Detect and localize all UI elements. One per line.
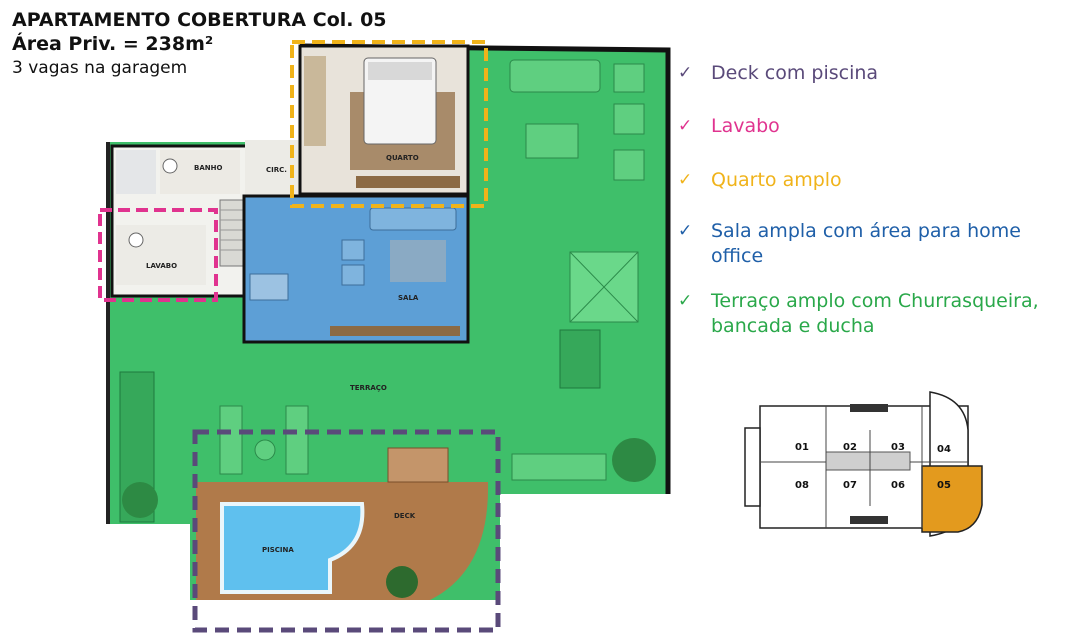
quarto-shelf [356,176,460,188]
check-icon: ✓ [678,63,693,83]
unit-06: 06 [891,480,905,491]
parking-info: 3 vagas na garagem [12,58,188,78]
check-icon: ✓ [678,291,693,311]
feature-label: Quarto amplo [711,169,842,191]
deck-highlight [192,429,501,633]
unit-01: 01 [795,442,809,453]
terrace-chair-1 [613,63,645,93]
plant-icon [122,482,158,518]
feature-label: Deck com piscina [711,62,879,84]
private-area: Área Priv. = 238m² [12,33,214,55]
terrace-chair-2 [613,103,645,135]
deck-steps [387,447,449,483]
feature-item: ✓ Sala ampla com área para home office [678,219,1068,269]
label-sala: SALA [398,294,419,302]
label-quarto: QUARTO [386,154,419,162]
wardrobe [304,56,326,146]
dining-table [559,329,601,389]
plant-icon [612,438,656,482]
home-office-desk [249,273,289,301]
keyplan-unit-05-highlight [921,465,983,533]
deck-plant-icon [386,566,418,598]
umbrella-icon [569,251,639,323]
toilet-banho [162,158,178,174]
lounger-2 [285,405,309,475]
label-deck: DECK [394,512,416,520]
key-plan [744,391,983,537]
unit-08: 08 [795,480,809,491]
unit-02: 02 [843,442,857,453]
header: APARTAMENTO COBERTURA Col. 05 Área Priv.… [12,8,387,80]
unit-04: 04 [937,444,951,455]
page-title: APARTAMENTO COBERTURA Col. 05 [12,9,387,31]
bed-pillows [368,62,432,80]
lavabo-room [116,225,206,285]
terrace-bench [511,453,607,481]
terrace-chair-3 [613,149,645,181]
unit-05: 05 [937,480,951,491]
feature-label: Lavabo [711,115,780,137]
check-icon: ✓ [678,170,693,190]
lavabo-highlight [98,208,218,302]
toilet-lavabo [128,232,144,248]
feature-label: Sala ampla com área para home office [711,220,1021,267]
feature-item: ✓ Lavabo [678,114,1068,139]
sala-rug [390,240,446,282]
feature-label: Terraço amplo com Churrasqueira, bancada… [711,290,1039,337]
label-circ: CIRC. [266,166,287,174]
label-piscina: PISCINA [262,546,294,554]
armchair-1 [341,239,365,261]
armchair-2 [341,264,365,286]
shower [116,150,156,194]
terrace-sofa [509,59,601,93]
feature-item: ✓ Terraço amplo com Churrasqueira, banca… [678,289,1068,339]
terrace-coffee-table [525,123,579,159]
sala-shelf [330,326,460,336]
check-icon: ✓ [678,221,693,241]
lounger-1 [219,405,243,475]
unit-07: 07 [843,480,857,491]
feature-item: ✓ Quarto amplo [678,168,1068,193]
side-table [254,439,276,461]
label-lavabo: LAVABO [146,262,177,270]
feature-item: ✓ Deck com piscina [678,61,1068,86]
pool-icon [220,502,365,594]
unit-03: 03 [891,442,905,453]
label-banho: BANHO [194,164,222,172]
check-icon: ✓ [678,116,693,136]
sofa-icon [369,207,457,231]
label-terraco: TERRAÇO [350,384,387,392]
